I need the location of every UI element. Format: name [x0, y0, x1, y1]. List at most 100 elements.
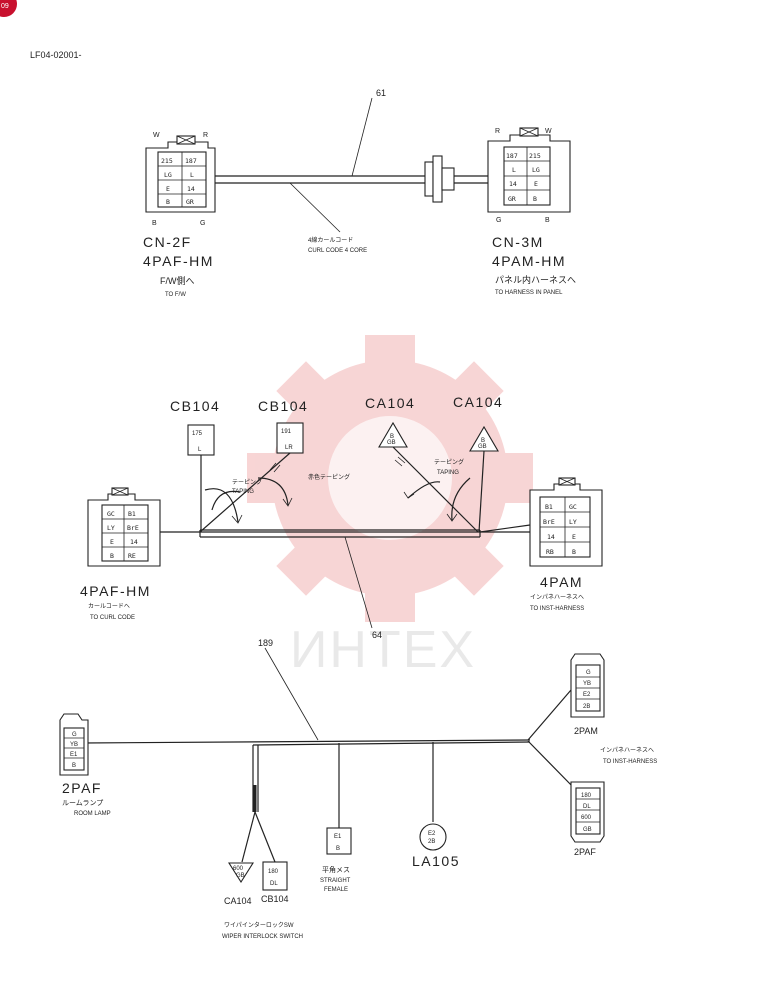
left-4paf-jp: カールコードへ — [88, 603, 130, 610]
cn2f-part: 4PAF-HM — [143, 253, 214, 269]
cn3m-part: 4PAM-HM — [492, 253, 566, 269]
left-4paf-pin: E — [110, 538, 114, 546]
right-4pam-jp: インパネハーネスへ — [530, 594, 584, 601]
cn2f-bottom-left: B — [152, 220, 157, 227]
straight-female-pin: B — [336, 846, 340, 852]
right-4pam-connector: B1 GC BrE LY 14 E RB B — [529, 477, 603, 567]
ca104-2-pin: GB — [478, 444, 487, 450]
right-2pam-connector: G YB E2 2B — [570, 653, 605, 718]
la105-terminal — [419, 823, 447, 851]
ca104-wiper-pin: GB — [236, 873, 245, 879]
left-4paf-pin: B — [110, 552, 114, 560]
cn3m-top-right: W — [545, 128, 552, 135]
cn2f-pin: E — [166, 185, 170, 193]
red-taping-jp: 赤色テーピング — [308, 473, 350, 481]
cb104-2-pin: LR — [285, 445, 293, 451]
inst-harness-jp: インパネハーネスへ — [600, 747, 654, 754]
cn3m-bottom-right: B — [545, 217, 550, 224]
straight-female-en1: STRAIGHT — [320, 878, 351, 884]
cb104-wiper-label: CB104 — [261, 894, 289, 904]
cn2f-pin: 187 — [185, 157, 197, 165]
left-4paf-pin: 14 — [130, 538, 138, 546]
wiper-jp: ワイパインターロックSW — [224, 921, 294, 929]
cn3m-bottom-left: G — [496, 217, 501, 224]
cb104-label-2: CB104 — [258, 398, 308, 414]
bundle-189 — [82, 739, 531, 744]
ca104-label-1: CA104 — [365, 395, 415, 411]
room-lamp-jp: ルームランプ — [62, 799, 103, 807]
cb104-wiper-pin: 180 — [268, 869, 279, 875]
room-lamp-pin: E1 — [70, 752, 78, 758]
left-4paf-pin: B1 — [128, 510, 136, 518]
harness-61-leader — [351, 97, 373, 177]
ca104-wiper-label: CA104 — [224, 896, 252, 906]
right-2paf-part: 2PAF — [574, 847, 596, 857]
room-lamp-pin: G — [72, 732, 77, 738]
grommet — [424, 155, 488, 203]
ca104-1-pin: GB — [387, 440, 396, 446]
cn2f-pin: GR — [186, 198, 194, 206]
taping-jp-right: テーピング — [434, 458, 464, 466]
harness-189-number: 189 — [258, 638, 273, 648]
watermark-text: ИНТЕХ — [290, 621, 476, 679]
right-4pam-part: 4PAM — [540, 574, 583, 590]
left-4paf-connector: GC B1 LY BrE E 14 B RE — [87, 487, 161, 567]
cn3m-pin: B — [533, 195, 537, 203]
right-4pam-pin: B1 — [545, 503, 553, 511]
wiper-en: WIPER INTERLOCK SWITCH — [222, 934, 303, 940]
cn2f-pin: B — [166, 198, 170, 206]
cb104-1-pin: L — [198, 447, 202, 453]
room-lamp-part: 2PAF — [62, 780, 102, 796]
section2-harness: CB104 CB104 CA104 CA104 175 L 191 LR B G… — [80, 394, 603, 640]
taping-jp-left: テーピング — [232, 478, 262, 486]
curl-code-jp: 4線カールコード — [308, 236, 353, 244]
corner-badge: 09 — [0, 0, 17, 17]
right-2paf-pin: 180 — [581, 793, 592, 799]
harness-61-number: 61 — [376, 88, 386, 98]
cn2f-connector: 215 187 LG L E 14 B GR W R B G — [145, 132, 216, 227]
room-lamp-connector: G YB E1 B — [59, 713, 89, 776]
harness-64-number: 64 — [372, 630, 382, 640]
cn2f-bottom-right: G — [200, 220, 205, 227]
straight-female-en2: FEMALE — [324, 887, 348, 893]
inst-harness-en: TO INST-HARNESS — [603, 759, 657, 765]
left-4paf-pin: RE — [128, 552, 136, 560]
right-4pam-pin: E — [572, 533, 576, 541]
cn2f-top-left: W — [153, 132, 160, 139]
ca104-1-pin: B — [390, 434, 394, 440]
ca104-2-pin: B — [481, 438, 485, 444]
cb104-wiper-pin: DL — [270, 881, 278, 887]
right-4pam-en: TO INST-HARNESS — [530, 606, 584, 612]
ca104-wiper-pin: 600 — [233, 866, 244, 872]
cn3m-pin: 215 — [529, 152, 541, 160]
cn3m-pin: L — [512, 166, 516, 174]
right-2paf-pin: DL — [583, 804, 591, 810]
room-lamp-pin: YB — [70, 742, 78, 748]
cn2f-pin: 215 — [161, 157, 173, 165]
cb104-wiper-terminal — [262, 861, 288, 891]
left-4paf-part: 4PAF-HM — [80, 583, 151, 599]
right-2pam-pin: G — [586, 670, 591, 676]
cn3m-jp-note: パネル内ハーネスへ — [495, 274, 576, 285]
cn3m-name: CN-3M — [492, 234, 544, 250]
right-2pam-pin: 2B — [583, 704, 590, 710]
right-4pam-pin: BrE — [543, 518, 555, 526]
la105-pin: E2 — [428, 831, 436, 837]
straight-female-jp: 平角メス — [322, 865, 350, 874]
right-4pam-pin: LY — [569, 518, 577, 526]
ca104-wiper-terminal — [228, 862, 254, 884]
cn3m-pin: GR — [508, 195, 516, 203]
cn3m-pin: 14 — [509, 180, 517, 188]
cb104-2-pin: 191 — [281, 429, 292, 435]
room-lamp-pin: B — [72, 763, 76, 769]
cn2f-pin: L — [190, 171, 194, 179]
cb104-1-pin: 175 — [192, 431, 203, 437]
straight-female-pin: E1 — [334, 834, 342, 840]
cn2f-pin: 14 — [187, 185, 195, 193]
right-2paf-pin: GB — [583, 827, 592, 833]
right-2pam-part: 2PAM — [574, 726, 598, 736]
cn3m-top-left: R — [495, 128, 500, 135]
section1-harness: 215 187 LG L E 14 B GR W R B G CN-2F 4PA… — [143, 88, 576, 298]
room-lamp-en: ROOM LAMP — [74, 811, 111, 817]
taping-en-left: TAPING — [232, 489, 254, 495]
